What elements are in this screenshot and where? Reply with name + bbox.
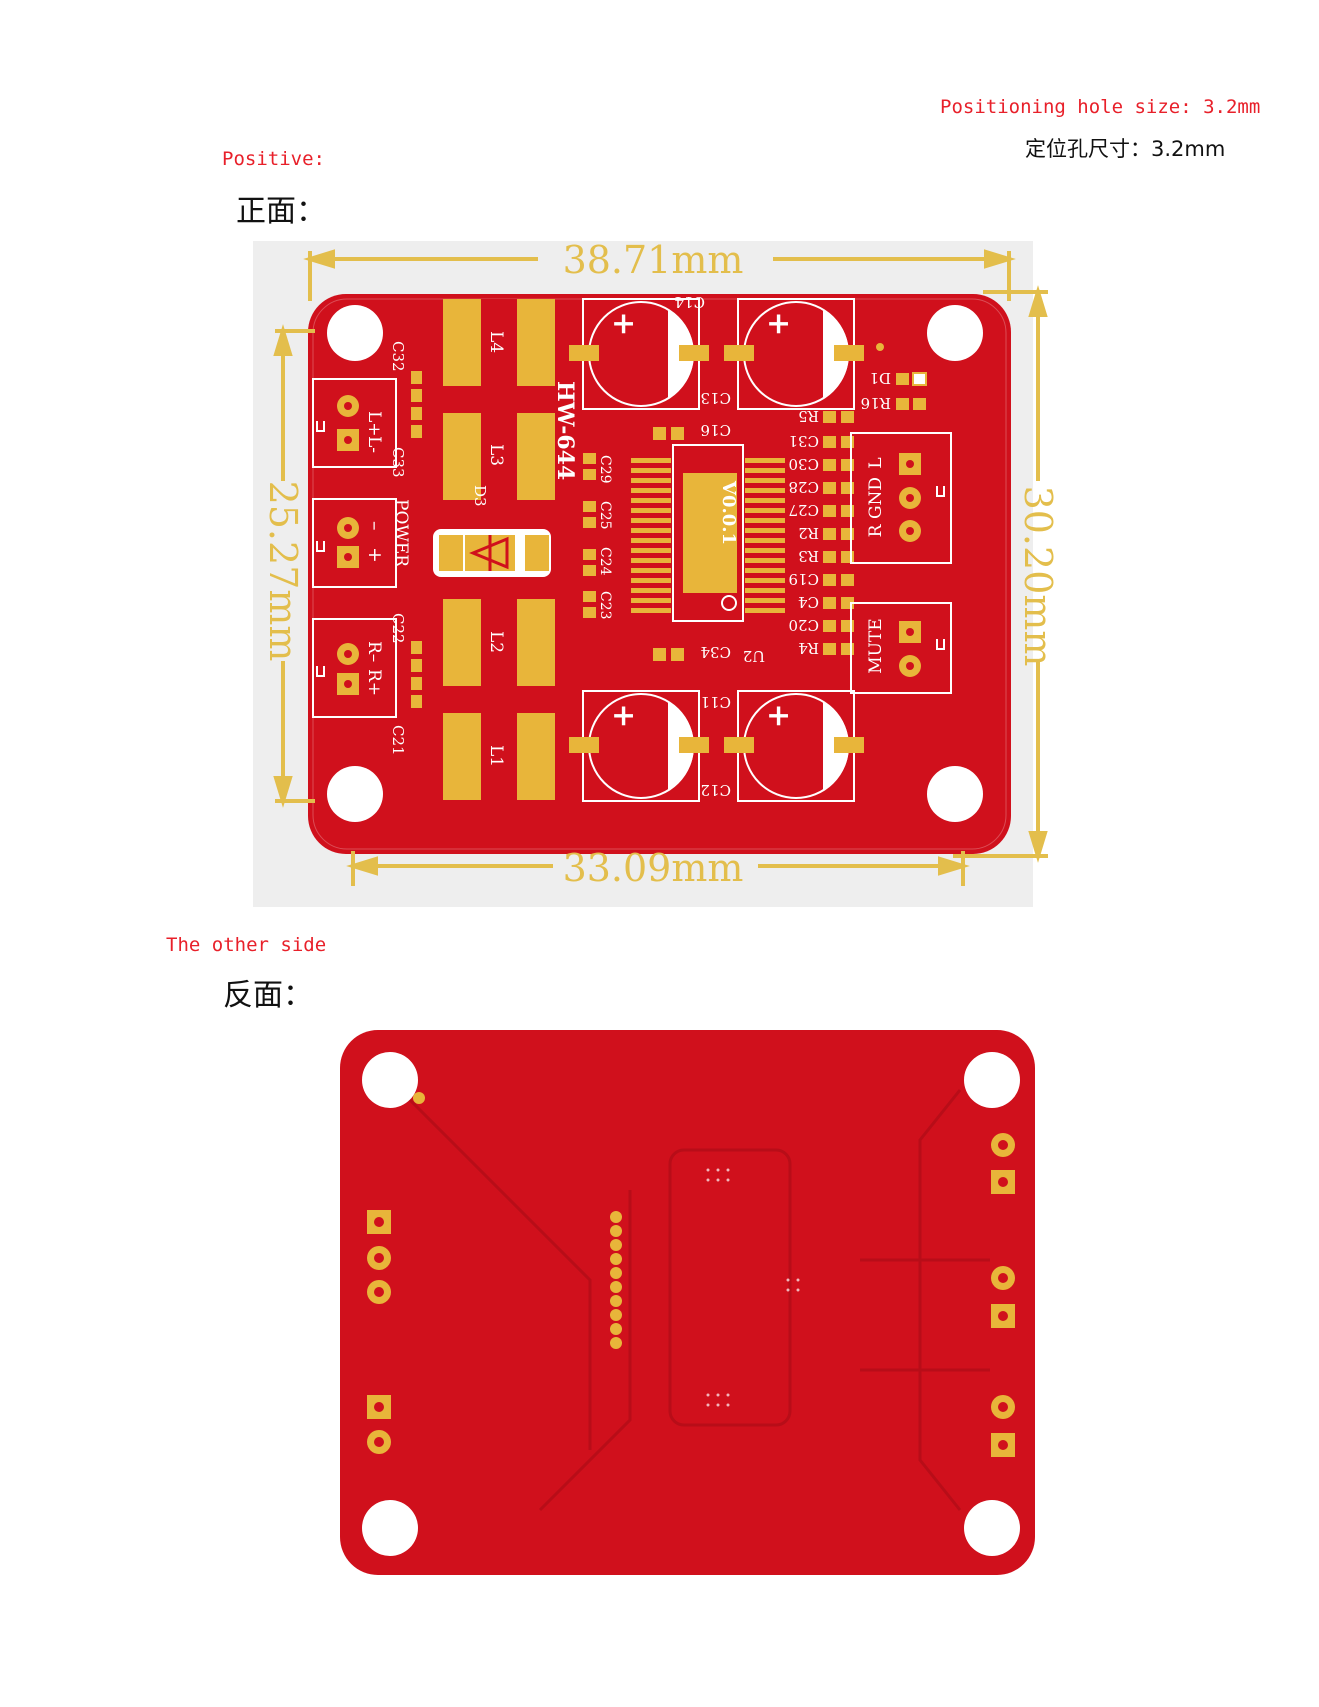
dimension-lines	[273, 249, 1048, 886]
ref-r2: R2	[798, 524, 819, 542]
dim-bottom: 33.09mm	[563, 846, 744, 890]
fiducial	[876, 343, 884, 351]
cap-c22: C22	[389, 613, 407, 644]
ref-c20: C20	[788, 616, 819, 634]
back-hole-br	[964, 1500, 1020, 1556]
inductor-l2: L2	[486, 631, 506, 653]
dim-left: 25.27mm	[261, 481, 305, 662]
ref-c30: C30	[788, 455, 819, 473]
label-l-plus: L+	[364, 411, 384, 437]
ref-c27: C27	[788, 501, 819, 519]
ref-c4: C4	[798, 593, 819, 611]
cap-c34: C34	[700, 643, 731, 661]
hole-size-cn: 定位孔尺寸：3.2mm	[1025, 137, 1226, 161]
mounting-hole-br	[927, 766, 983, 822]
label-power-plus: +	[364, 547, 386, 563]
left-small-caps	[411, 371, 422, 708]
mounting-hole-tl	[327, 305, 383, 361]
ref-c28: C28	[788, 478, 819, 496]
cap-c33: C33	[389, 447, 407, 478]
back-label-cn: 反面：	[223, 978, 313, 1013]
ic-version: V0.0.1	[718, 480, 739, 545]
inductor-l3: L3	[486, 444, 506, 466]
cap-c23: C23	[597, 591, 613, 620]
cap-c21: C21	[389, 725, 407, 756]
ref-c31: C31	[788, 432, 819, 450]
cap-c32: C32	[389, 341, 407, 372]
label-power-minus: –	[364, 521, 386, 531]
diode-d3	[433, 529, 551, 577]
inductors	[443, 299, 555, 800]
dim-top: 38.71mm	[563, 238, 744, 282]
cap-c13: C13	[700, 389, 731, 407]
ref-c19: C19	[788, 570, 819, 588]
cap-c11: C11	[700, 693, 731, 711]
diode-label: D3	[471, 485, 489, 507]
label-power: POWER	[391, 499, 411, 568]
cap-c29: C29	[597, 455, 613, 484]
conn-label-r: R	[866, 523, 886, 537]
cap-plus-4: +	[766, 698, 791, 733]
mounting-hole-bl	[327, 766, 383, 822]
conn-label-l: L	[866, 457, 886, 468]
cap-plus-2: +	[766, 306, 791, 341]
ref-r3: R3	[798, 547, 819, 565]
back-fiducial	[413, 1092, 425, 1104]
ic-ref: U2	[743, 647, 765, 665]
label-r-minus: R–	[364, 641, 384, 662]
back-board	[340, 1030, 1035, 1575]
inductor-l1: L1	[486, 745, 506, 767]
right-connectors	[850, 432, 952, 694]
d1-r16-pads	[896, 372, 927, 410]
ref-d1: D1	[869, 369, 891, 387]
back-right-pads	[991, 1133, 1015, 1457]
back-hole-tl	[362, 1052, 418, 1108]
hole-size-en: Positioning hole size: 3.2mm	[940, 96, 1261, 118]
back-hole-bl	[362, 1500, 418, 1556]
left-terminals	[312, 378, 397, 718]
back-left-pads	[367, 1210, 391, 1454]
cap-c24: C24	[597, 547, 613, 576]
cap-c25: C25	[597, 501, 613, 530]
label-l-minus: L-	[364, 436, 384, 453]
cap-c12: C12	[700, 781, 731, 799]
label-r-plus: R+	[364, 669, 384, 696]
front-label-en: Positive:	[222, 148, 325, 170]
back-label-en: The other side	[166, 934, 327, 956]
ref-r4: R4	[798, 639, 819, 657]
cap-c14: C14	[674, 293, 705, 311]
electrolytic-caps	[569, 298, 864, 802]
dim-right: 30.20mm	[1016, 486, 1060, 667]
inductor-l4: L4	[486, 331, 506, 353]
front-label-cn: 正面：	[236, 194, 326, 229]
left-column-caps	[583, 453, 596, 618]
back-traces	[398, 1088, 990, 1512]
ic-u2	[672, 444, 744, 622]
ic-pins	[631, 458, 785, 613]
cap-c16: C16	[700, 421, 731, 439]
back-pin-row	[610, 1211, 622, 1349]
ref-r16: R16	[861, 394, 891, 412]
cap-plus-1: +	[611, 306, 636, 341]
back-hole-tr	[964, 1052, 1020, 1108]
board-name: HW-644	[552, 381, 578, 480]
cap-plus-3: +	[611, 698, 636, 733]
small-caps-center	[653, 427, 684, 661]
back-pcb-image	[340, 1030, 1075, 1600]
front-pcb-image: 38.71mm 33.09mm 25.27mm 30.20mm L+ L- – …	[253, 238, 1060, 907]
conn-label-gnd: GND	[866, 477, 886, 519]
back-vias	[706, 1168, 800, 1407]
conn-label-mute: MUTE	[866, 618, 886, 673]
mounting-hole-tr	[927, 305, 983, 361]
ref-r5: R5	[798, 407, 819, 425]
